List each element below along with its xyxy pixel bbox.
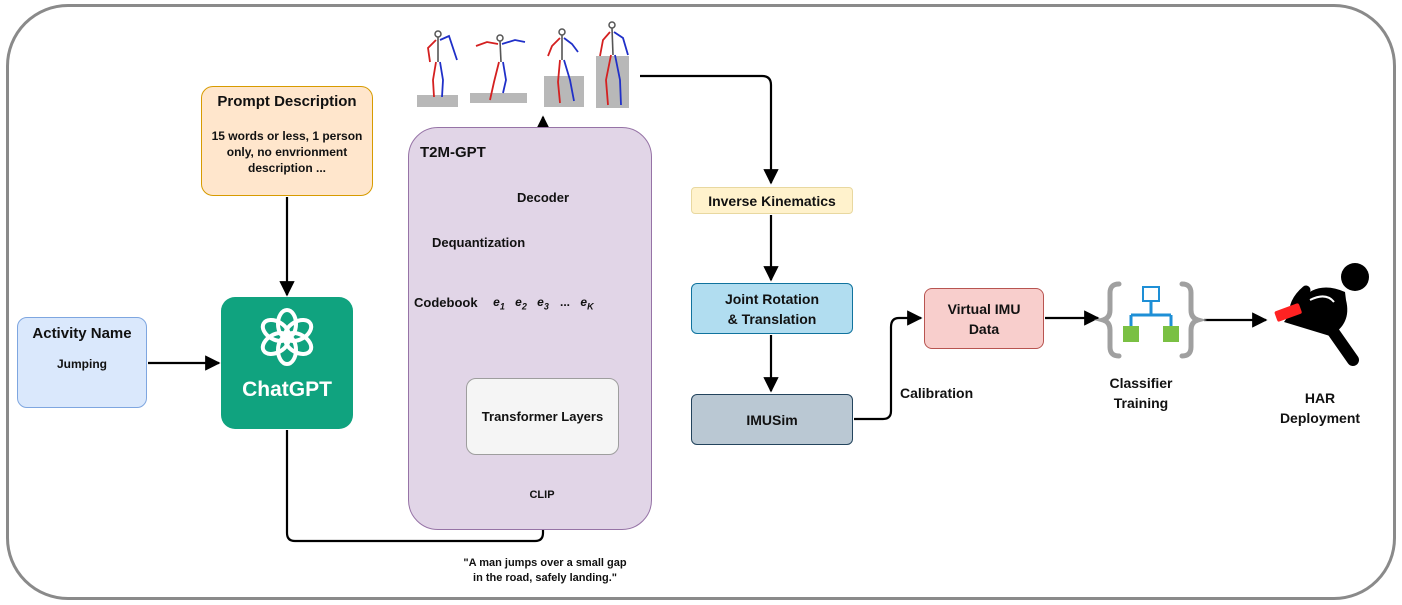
virtual-imu-line1: Virtual IMU — [947, 300, 1021, 317]
joint-rotation-line2: & Translation — [727, 310, 817, 327]
calibration-label: Calibration — [900, 385, 974, 401]
arrow-poses-to-ik — [640, 74, 779, 185]
joint-rotation-box: Joint Rotation & Translation — [691, 283, 853, 334]
chatgpt-box — [221, 297, 353, 429]
har-line1: HAR — [1304, 390, 1336, 406]
generated-prompt-quote: "A man jumps over a small gap in the roa… — [430, 556, 660, 586]
openai-logo-icon — [260, 308, 314, 366]
virtual-imu-line2: Data — [968, 320, 1000, 337]
classifier-line2: Training — [1113, 395, 1169, 411]
chatgpt-label: ChatGPT — [242, 378, 332, 401]
codebook-cell-label: e2 — [515, 295, 527, 312]
transformer-layers-box: Transformer Layers — [466, 378, 619, 455]
activity-box — [17, 317, 147, 408]
arrow-imusim-to-virtual-imu — [854, 310, 923, 421]
clip-label: CLIP — [529, 488, 555, 501]
person-with-device-icon — [1274, 263, 1369, 366]
codebook-cell-label: eK — [580, 295, 594, 312]
codebook-cell-label: e3 — [537, 295, 549, 312]
codebook-cell-label: ... — [559, 295, 570, 309]
imusim-box: IMUSim — [691, 394, 853, 445]
har-line2: Deployment — [1279, 410, 1361, 426]
dequantization-label: Dequantization — [432, 235, 526, 250]
joint-rotation-line1: Joint Rotation — [724, 290, 820, 307]
classifier-training-label: Classifier Training — [1086, 373, 1196, 413]
inverse-kinematics-box: Inverse Kinematics — [691, 187, 853, 214]
classifier-line1: Classifier — [1109, 375, 1173, 391]
har-deployment-label: HAR Deployment — [1265, 388, 1375, 428]
prompt-body: 15 words or less, 1 person only, no envr… — [211, 129, 363, 175]
prompt-box — [201, 86, 373, 196]
decoder-label: Decoder — [516, 189, 570, 205]
arrow-chatgpt-to-clip — [285, 430, 551, 543]
codebook-label: Codebook — [414, 295, 478, 310]
prompt-title: Prompt Description — [217, 93, 357, 110]
quote-line2: in the road, safely landing." — [473, 572, 617, 584]
quote-line1: "A man jumps over a small gap — [463, 557, 627, 569]
activity-value: Jumping — [57, 357, 107, 371]
codebook-cell-label: e1 — [493, 295, 505, 312]
outer-frame — [6, 4, 1396, 600]
t2m-panel — [408, 127, 652, 530]
virtual-imu-box: Virtual IMU Data — [924, 288, 1044, 349]
activity-title: Activity Name — [32, 325, 132, 342]
stick-figure-icon — [417, 21, 629, 108]
t2m-title: T2M-GPT — [420, 144, 486, 161]
network-icon — [1093, 281, 1208, 359]
